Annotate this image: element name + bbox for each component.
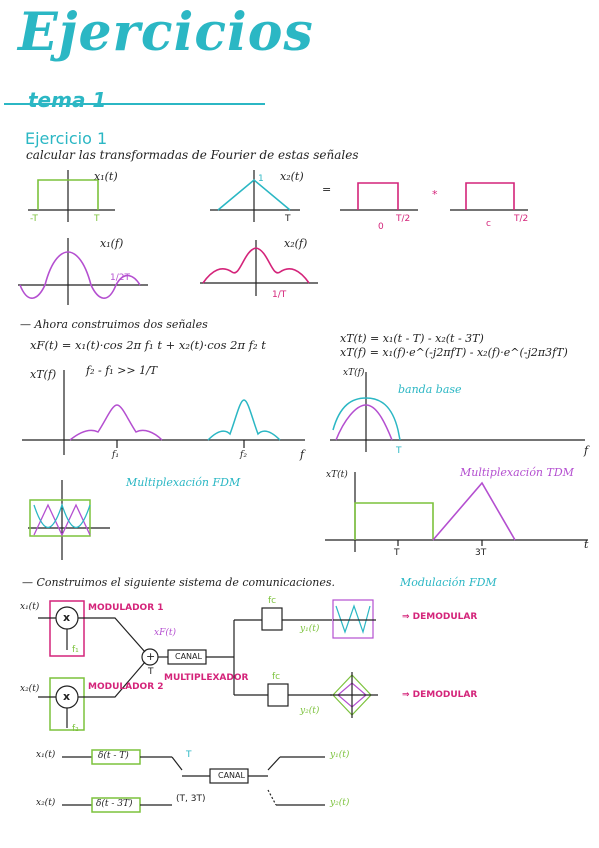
tick-inv-2T: 1/2T: [110, 273, 130, 283]
plot-tdm: [325, 472, 588, 552]
label-xTf: xT(f): [30, 368, 57, 381]
label-x1f: x₁(f): [100, 237, 124, 250]
tick-T-tdm: T: [394, 548, 400, 558]
axis-f-2: f: [584, 444, 589, 457]
label-demodular-2: ⇒ DEMODULAR: [402, 690, 478, 700]
label-modulador-2: MODULADOR 2: [88, 682, 164, 692]
tdm-input-x1: x₁(t): [36, 750, 56, 760]
page-title: Ejercicios: [18, 2, 314, 63]
delay-box-1: δ(t - T): [98, 751, 129, 761]
tick-c: c: [486, 219, 491, 229]
equation-xT-time: xT(t) = x₁(t - T) - x₂(t - 3T): [340, 332, 484, 345]
tick-zero: 0: [378, 222, 384, 232]
label-banda-base: banda base: [398, 383, 462, 396]
label-xF: xF(t): [154, 628, 176, 638]
equals-sign: =: [322, 183, 332, 196]
plot-baseband: [330, 372, 585, 452]
delay-box-2: δ(t - 3T): [96, 799, 133, 809]
label-tdm: Multiplexación TDM: [460, 466, 574, 479]
tick-f1: f₁: [112, 450, 119, 460]
label-y1: y₁(t): [300, 624, 320, 634]
tick-3T: 3T: [475, 548, 487, 558]
exercise-prompt: calcular las transformadas de Fourier de…: [26, 148, 359, 162]
plot-x2f: [200, 240, 318, 296]
input-x1: x₁(t): [20, 602, 40, 612]
label-fc-2: fc: [272, 672, 281, 682]
plot-fdm-spectrum: [22, 370, 305, 455]
star-sign: *: [432, 188, 438, 201]
channel-box-1: CANAL: [175, 652, 202, 661]
label-x1t: x₁(t): [94, 170, 118, 183]
section2-intro: — Ahora construimos dos señales: [20, 318, 208, 331]
tick-T-half-1: T/2: [396, 214, 411, 224]
tick-one: 1: [258, 174, 264, 184]
label-x2f: x₂(f): [284, 237, 308, 250]
section3-intro: — Construimos el siguiente sistema de co…: [22, 576, 336, 589]
label-y2: y₂(t): [300, 706, 320, 716]
equation-xT-freq: xT(f) = x₁(f)·e^(-j2πfT) - x₂(f)·e^(-j2π…: [340, 346, 568, 359]
label-multiplexador: MULTIPLEXADOR: [164, 673, 249, 683]
tick-T-band: T: [396, 446, 402, 456]
plot-x1t: [28, 170, 115, 222]
plot-x2t: [210, 170, 300, 222]
multiplier-2-symbol: x: [63, 690, 71, 703]
label-demodular-1: ⇒ DEMODULAR: [402, 612, 478, 622]
exercise-label: Ejercicio 1: [25, 129, 108, 148]
tdm-T-top: T: [186, 750, 192, 760]
label-f1: f₁: [72, 645, 79, 655]
label-x2t: x₂(t): [280, 170, 304, 183]
tick-inv-T: 1/T: [272, 290, 287, 300]
label-xTt: xT(t): [326, 470, 348, 480]
condition: f₂ - f₁ >> 1/T: [86, 364, 158, 377]
adder-T-mark: T: [148, 667, 154, 677]
plot-rect-a: [340, 182, 418, 211]
block-diagram-tdm: [62, 749, 325, 813]
tick-neg-T: -T: [30, 214, 38, 224]
tick-T-x2: T: [285, 214, 291, 224]
multiplier-1-symbol: x: [63, 611, 71, 624]
plot-rect-b: [450, 182, 528, 211]
tdm-output-y1: y₁(t): [330, 750, 350, 760]
tick-T: T: [94, 214, 100, 224]
label-mod-fdm: Modulación FDM: [400, 576, 497, 589]
label-f2: f₂: [72, 724, 79, 734]
adder-symbol: +: [146, 650, 156, 663]
tick-f2: f₂: [240, 450, 247, 460]
block-diagram-fdm: [38, 599, 378, 731]
plot-x1f: [18, 238, 148, 305]
section-heading-tema: tema 1: [28, 88, 107, 112]
tick-T-half-2: T/2: [514, 214, 529, 224]
sketch-fdm-box: [28, 480, 110, 560]
axis-t: t: [584, 538, 589, 551]
label-fc-1: fc: [268, 596, 277, 606]
tdm-input-x2: x₂(t): [36, 798, 56, 808]
equation-xF: xF(t) = x₁(t)·cos 2π f₁ t + x₂(t)·cos 2π…: [30, 338, 266, 352]
axis-f: f: [300, 448, 305, 461]
input-x2: x₂(t): [20, 684, 40, 694]
channel-box-2: CANAL: [218, 771, 245, 780]
label-modulador-1: MODULADOR 1: [88, 603, 164, 613]
label-fdm: Multiplexación FDM: [126, 476, 241, 489]
tdm-output-y2: y₂(t): [330, 798, 350, 808]
label-xTf-2: xT(f): [343, 368, 365, 378]
tdm-T-pair: (T, 3T): [176, 794, 206, 804]
